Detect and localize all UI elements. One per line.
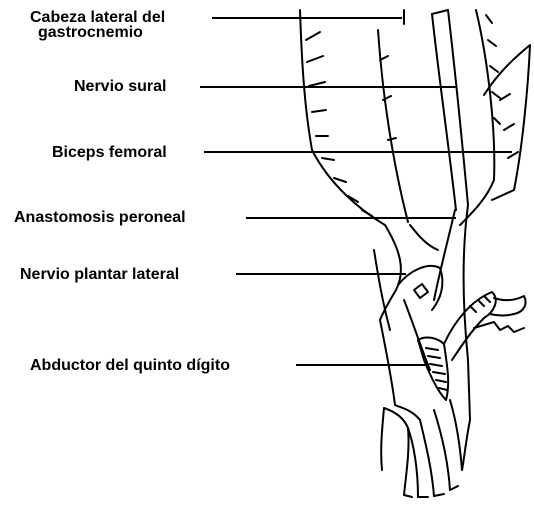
leader-sural-nerve	[200, 86, 456, 88]
label-gastrocnemius-line1: Cabeza lateral del	[30, 10, 165, 25]
label-gastrocnemius: Cabeza lateral del gastrocnemio	[30, 10, 165, 40]
label-sural-nerve: Nervio sural	[74, 79, 166, 94]
lower-leg	[374, 205, 470, 420]
leader-abductor-digiti-minimi	[296, 364, 426, 366]
lateral-head-wedge	[484, 45, 530, 200]
leader-biceps-femoris	[204, 151, 512, 153]
label-abductor-digiti-minimi: Abductor del quinto dígito	[30, 358, 230, 373]
leader-peroneal-anastomosis	[246, 217, 456, 219]
foot	[381, 400, 470, 497]
label-lateral-plantar-nerve: Nervio plantar lateral	[20, 267, 179, 282]
leader-gastrocnemius	[212, 17, 402, 19]
gastrocnemius-muscle	[300, 10, 408, 225]
leader-lateral-plantar-nerve	[236, 273, 406, 275]
sural-nerve-band	[432, 10, 468, 210]
label-biceps-femoris: Biceps femoral	[52, 145, 167, 160]
label-peroneal-anastomosis: Anastomosis peroneal	[14, 210, 186, 225]
label-gastrocnemius-line2: gastrocnemio	[30, 25, 165, 40]
